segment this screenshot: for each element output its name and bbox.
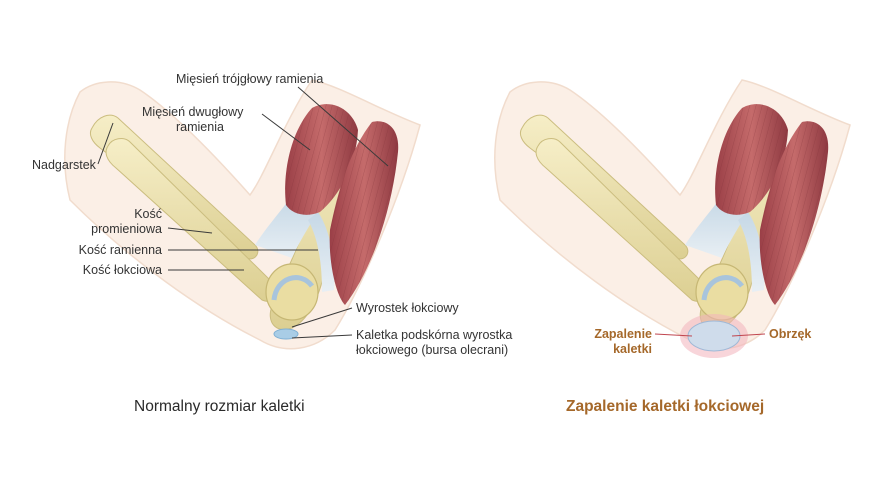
label-wrist: Nadgarstek: [32, 158, 96, 172]
label-radius-line2: promieniowa: [91, 222, 162, 236]
label-bursa-line1: Kaletka podskórna wyrostka: [356, 328, 513, 342]
highlight-lines: [654, 333, 766, 337]
label-radius-line1: Kość: [134, 207, 162, 221]
caption-normal: Normalny rozmiar kaletki: [134, 398, 305, 415]
label-bursitis-line1: Zapalenie: [594, 327, 652, 341]
bursa-normal: [273, 328, 299, 340]
label-biceps-line2: ramienia: [176, 120, 224, 134]
caption-inflamed: Zapalenie kaletki łokciowej: [566, 398, 765, 415]
label-humerus: Kość ramienna: [78, 243, 162, 257]
label-bursa-line2: łokciowego (bursa olecrani): [356, 343, 509, 357]
normal-elbow: [65, 80, 420, 349]
leader-lines: [97, 86, 389, 339]
inflamed-elbow: [495, 80, 850, 358]
label-ulna: Kość łokciowa: [82, 263, 162, 277]
label-swelling: Obrzęk: [769, 327, 812, 341]
label-biceps-line1: Mięsień dwugłowy: [142, 105, 244, 119]
label-olecranon: Wyrostek łokciowy: [356, 301, 459, 315]
label-bursitis-line2: kaletki: [613, 342, 652, 356]
label-triceps: Mięsień trójgłowy ramienia: [176, 72, 324, 86]
